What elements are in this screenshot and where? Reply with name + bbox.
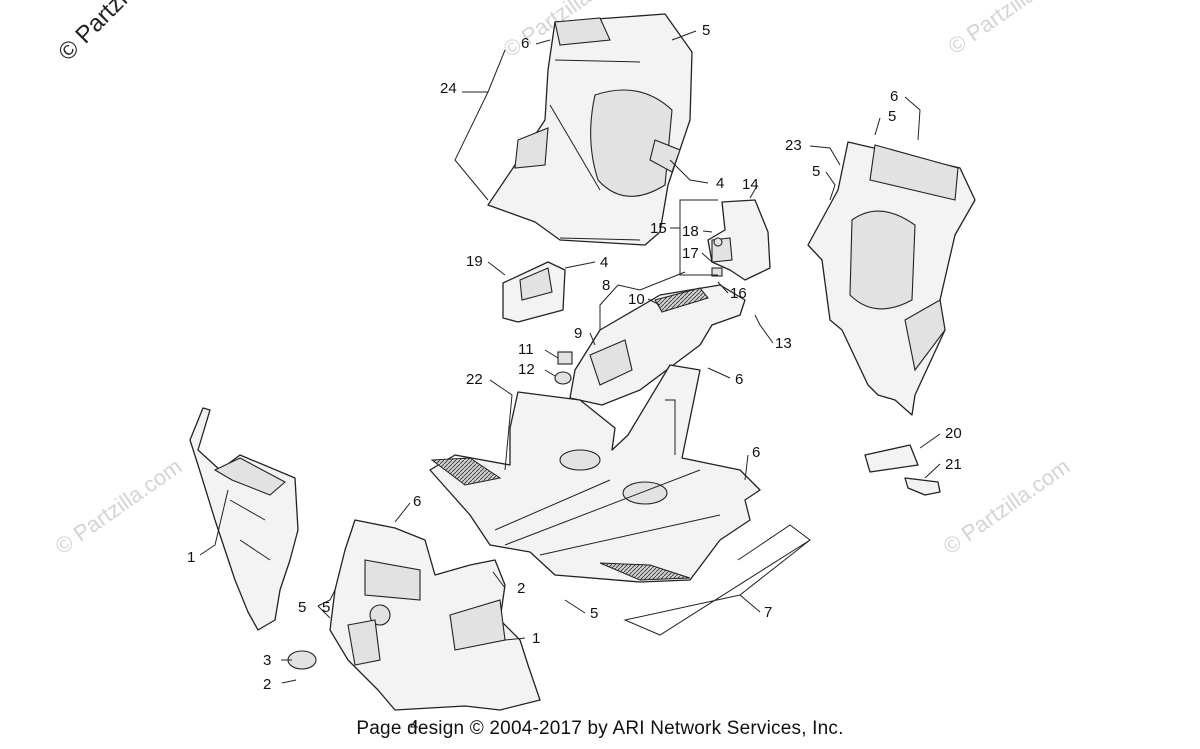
callout-5: 5: [590, 605, 598, 622]
part-14-bracket: [707, 199, 771, 281]
callout-6: 6: [890, 88, 898, 105]
callout-16: 16: [730, 285, 747, 302]
watermark-corner: © Partzilla: [53, 0, 150, 66]
callout-6: 6: [413, 493, 421, 510]
callout-9: 9: [574, 325, 582, 342]
callout-5: 5: [888, 108, 896, 125]
part-23-right-panel: [807, 141, 976, 416]
callout-1: 1: [187, 549, 195, 566]
callout-20: 20: [945, 425, 962, 442]
callout-10: 10: [628, 291, 645, 308]
callout-4: 4: [410, 717, 418, 734]
part-20-pad: [864, 444, 919, 473]
callout-15: 15: [650, 220, 667, 237]
callout-17: 17: [682, 245, 699, 262]
callout-5: 5: [322, 599, 330, 616]
callout-5: 5: [812, 163, 820, 180]
callout-11: 11: [518, 341, 534, 358]
callout-2: 2: [263, 676, 271, 693]
callout-7: 7: [764, 604, 772, 621]
part-21-clip: [904, 477, 941, 496]
callout-14: 14: [742, 176, 759, 193]
part-22-upper-left-panel: [487, 13, 693, 246]
callout-5: 5: [702, 22, 710, 39]
watermark-top-right: © Partzilla.com: [944, 0, 1080, 59]
callout-21: 21: [945, 456, 962, 473]
callout-13: 13: [775, 335, 792, 352]
callout-4: 4: [716, 175, 724, 192]
part-1-lower-panel: [329, 519, 541, 711]
callout-6: 6: [521, 35, 529, 52]
part-10-console: [554, 284, 746, 406]
callout-24: 22: [466, 371, 483, 388]
callout-6: 6: [752, 444, 760, 461]
callout-labels: 24 6 5 4 23 6 5 5 14 18 15 17 16 13 19 4…: [187, 22, 962, 734]
part-1-left-side-panel: [189, 407, 299, 631]
callout-18: 18: [682, 223, 699, 240]
footer-copyright: Page design © 2004-2017 by ARI Network S…: [356, 718, 844, 739]
callout-23: 23: [785, 137, 802, 154]
callout-6: 6: [735, 371, 743, 388]
part-24-floor-pan: [429, 364, 761, 583]
callout-4: 4: [600, 254, 608, 271]
callout-8: 8: [602, 277, 610, 294]
callout-3: 3: [263, 652, 271, 669]
callout-19: 19: [466, 253, 483, 270]
callout-1: 1: [532, 630, 540, 647]
callout-5: 5: [298, 599, 306, 616]
watermark-mid-left: © Partzilla.com: [51, 454, 187, 560]
callout-2: 2: [517, 580, 525, 597]
leader-lines: [199, 30, 941, 684]
callout-12: 12: [518, 361, 535, 378]
callout-22: 24: [440, 80, 457, 97]
part-19-small-bracket: [502, 261, 566, 323]
part-3-cap: [287, 650, 317, 670]
